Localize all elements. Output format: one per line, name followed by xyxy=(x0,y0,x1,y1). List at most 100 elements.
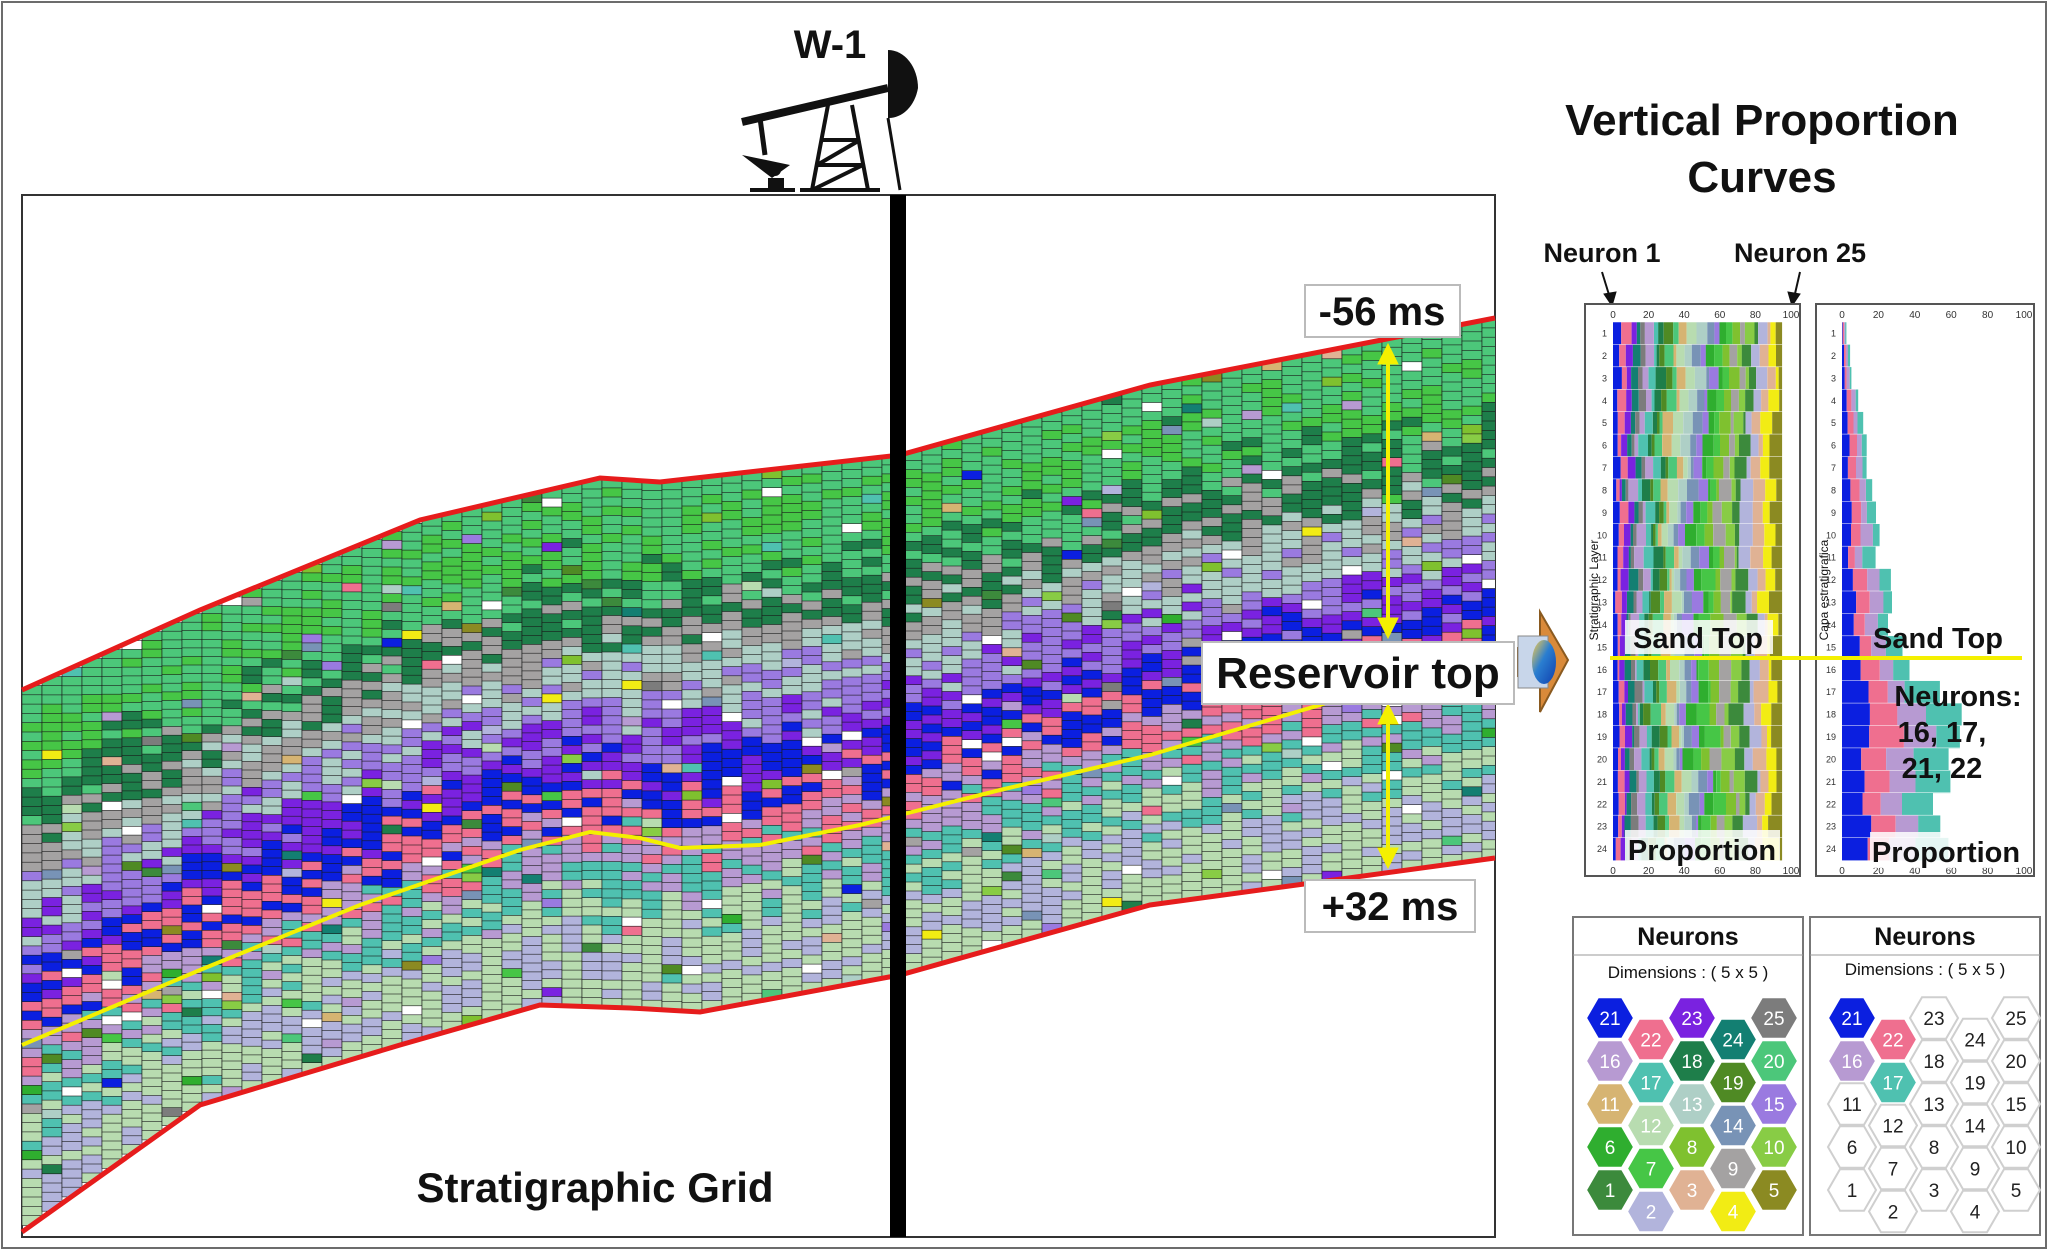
grid-cell xyxy=(541,746,563,758)
grid-cell xyxy=(581,742,603,754)
grid-cell xyxy=(1181,421,1203,432)
grid-cell xyxy=(561,798,583,810)
vpc-bar-segment xyxy=(1757,815,1763,838)
grid-cell xyxy=(461,694,483,705)
grid-cell xyxy=(621,761,643,773)
grid-cell xyxy=(22,778,43,789)
grid-cell xyxy=(681,643,703,655)
grid-cell xyxy=(1181,565,1203,576)
grid-cell xyxy=(541,738,563,749)
vpc-bar-segment xyxy=(1766,747,1777,771)
grid-cell xyxy=(1421,598,1443,609)
grid-cell xyxy=(1381,807,1403,818)
grid-cell xyxy=(801,519,823,530)
grid-cell xyxy=(341,582,363,593)
grid-cell xyxy=(921,929,943,941)
grid-cell xyxy=(841,920,863,931)
vpc-bar-segment xyxy=(1621,591,1627,614)
grid-cell xyxy=(361,920,383,931)
grid-cell xyxy=(521,821,543,832)
grid-cell xyxy=(1101,458,1123,469)
vpc-bar-segment xyxy=(1645,815,1654,838)
grid-cell xyxy=(1061,523,1083,534)
grid-cell xyxy=(781,521,803,532)
grid-cell xyxy=(221,648,243,658)
grid-cell xyxy=(121,817,143,828)
grid-cell xyxy=(1401,564,1423,575)
grid-cell xyxy=(301,1027,323,1038)
grid-cell xyxy=(1021,713,1043,724)
grid-cell xyxy=(161,960,183,971)
grid-cell xyxy=(781,748,803,760)
grid-cell xyxy=(141,753,163,764)
grid-cell xyxy=(921,902,943,914)
vpc-title-line1: Vertical Proportion xyxy=(1565,96,1959,145)
grid-cell xyxy=(1381,761,1403,772)
grid-cell xyxy=(1141,823,1163,834)
grid-cell xyxy=(1141,617,1163,628)
grid-cell xyxy=(561,924,583,935)
vpc-bar-segment xyxy=(1738,546,1751,569)
grid-cell xyxy=(821,607,843,618)
vpc-bar-segment xyxy=(1672,366,1677,390)
grid-cell xyxy=(301,817,323,828)
grid-cell xyxy=(1061,845,1083,857)
grid-cell xyxy=(1101,888,1123,899)
grid-cell xyxy=(541,889,563,900)
grid-cell xyxy=(381,949,403,960)
grid-cell xyxy=(741,617,763,629)
grid-cell xyxy=(541,844,563,856)
grid-cell xyxy=(401,817,423,829)
grid-cell xyxy=(501,533,523,544)
grid-cell xyxy=(1221,423,1243,434)
grid-cell xyxy=(361,946,383,957)
grid-cell xyxy=(1041,537,1063,548)
grid-cell xyxy=(601,733,623,744)
grid-cell xyxy=(161,717,183,728)
grid-cell xyxy=(1181,781,1203,793)
grid-cell xyxy=(541,800,563,811)
grid-cell xyxy=(521,528,543,540)
grid-cell xyxy=(581,724,603,736)
grid-cell xyxy=(1401,739,1423,751)
vpc-bar-segment xyxy=(1696,523,1705,547)
grid-cell xyxy=(321,854,343,865)
grid-cell xyxy=(61,685,83,696)
vpc-bar-segment xyxy=(1693,747,1702,771)
grid-cell xyxy=(561,556,583,567)
grid-cell xyxy=(1341,602,1363,613)
grid-cell xyxy=(381,851,403,862)
grid-cell xyxy=(581,606,603,617)
grid-cell xyxy=(861,520,883,532)
grid-cell xyxy=(261,710,283,721)
grid-cell xyxy=(401,674,423,686)
vpc-bar-segment xyxy=(1757,770,1761,794)
grid-cell xyxy=(401,1014,423,1025)
grid-cell xyxy=(341,873,363,884)
grid-cell xyxy=(1161,883,1183,894)
grid-cell xyxy=(981,563,1003,574)
vpc-left-y-label: Stratigraphic Layer xyxy=(1587,540,1601,641)
grid-cell xyxy=(921,876,943,887)
grid-cell xyxy=(961,488,983,499)
grid-cell xyxy=(101,801,123,812)
grid-cell xyxy=(421,999,443,1010)
grid-cell xyxy=(141,780,163,791)
grid-cell xyxy=(1341,556,1363,567)
grid-cell xyxy=(501,826,523,837)
grid-cell xyxy=(221,1043,243,1054)
grid-cell xyxy=(1221,866,1243,877)
vpc-bar-segment xyxy=(1731,389,1739,413)
grid-cell xyxy=(1401,398,1423,409)
grid-cell xyxy=(381,548,403,560)
grid-cell xyxy=(781,912,803,924)
grid-cell xyxy=(921,750,943,761)
grid-cell xyxy=(41,1099,63,1111)
grid-cell xyxy=(961,604,983,616)
grid-cell xyxy=(281,972,303,983)
vpc-bar-segment xyxy=(1734,434,1739,457)
grid-cell xyxy=(301,869,323,880)
grid-cell xyxy=(1061,540,1083,552)
grid-cell xyxy=(481,680,503,691)
